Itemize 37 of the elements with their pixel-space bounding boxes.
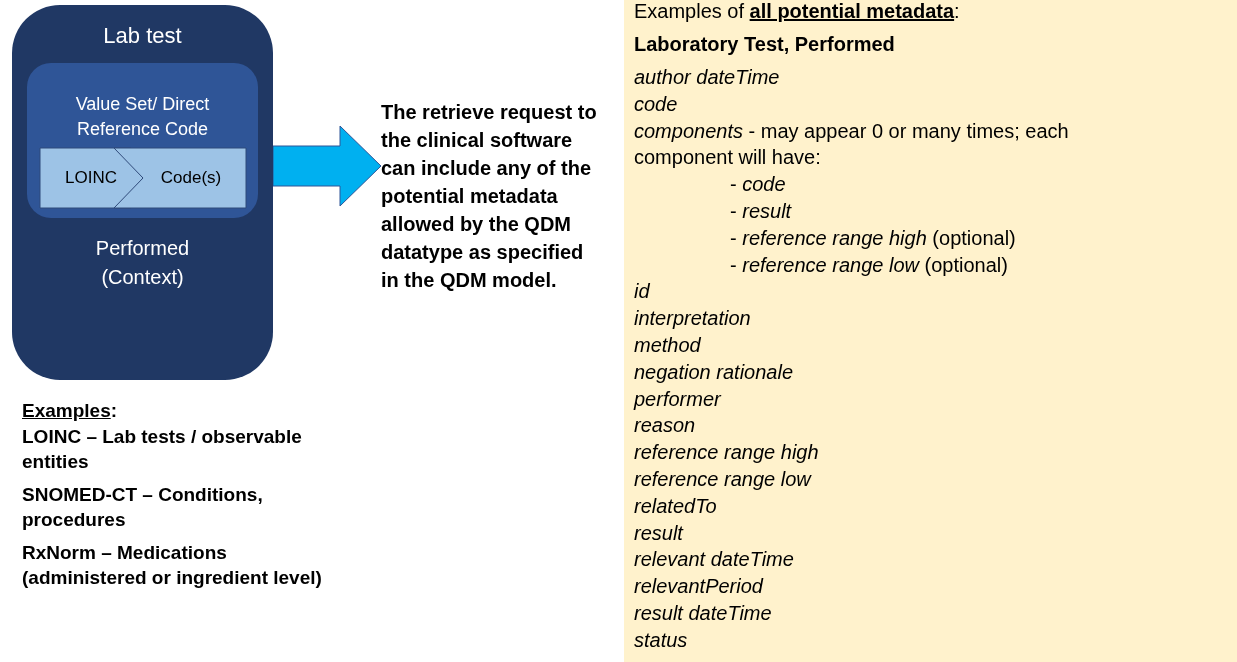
metadata-panel bbox=[624, 0, 1237, 662]
metadata-item: reference range low bbox=[634, 466, 813, 492]
metadata-item: performer bbox=[634, 386, 723, 412]
metadata-item: relatedTo bbox=[634, 493, 718, 519]
metadata-item: interpretation bbox=[634, 306, 752, 332]
lab-test-card bbox=[12, 5, 273, 380]
description-text: The retrieve request to the clinical software can include any of the potential metadata allowed by the QDM datatype as specified in the QDM model. bbox=[381, 100, 598, 293]
metadata-item: relevantPeriod bbox=[634, 574, 765, 600]
example-text: LOINC – Lab tests / observable entities bbox=[22, 424, 303, 474]
examples-heading: Examples: bbox=[22, 399, 119, 423]
code-panel bbox=[27, 63, 258, 218]
panel-subheading: Laboratory Test, Performed bbox=[634, 32, 896, 57]
metadata-item: author dateTime bbox=[634, 65, 781, 90]
context-label: Performed (Context) bbox=[94, 236, 191, 290]
metadata-item: - reference range low (optional) bbox=[729, 252, 1009, 278]
metadata-item: result dateTime bbox=[634, 600, 773, 626]
metadata-item: reference range high bbox=[634, 440, 820, 466]
metadata-item: negation rationale bbox=[634, 359, 794, 385]
metadata-item: code bbox=[634, 91, 679, 117]
metadata-item: reason bbox=[634, 413, 697, 439]
card-title: Lab test bbox=[102, 23, 183, 49]
example-text: SNOMED-CT – Conditions, procedures bbox=[22, 482, 264, 532]
metadata-item: - reference range high (optional) bbox=[729, 225, 1017, 251]
metadata-item: id bbox=[634, 279, 651, 305]
panel-heading: Value Set/ Direct Reference Code bbox=[74, 93, 211, 141]
example-text: RxNorm – Medications (administered or ingredient level) bbox=[22, 540, 323, 590]
panel-heading: Examples of all potential metadata: bbox=[634, 0, 961, 22]
step-label: LOINC bbox=[65, 168, 118, 188]
metadata-item: status bbox=[634, 627, 689, 653]
metadata-item: relevant dateTime bbox=[634, 547, 795, 573]
step-label: Code(s) bbox=[159, 168, 222, 188]
metadata-item: - result bbox=[729, 199, 793, 224]
block-arrow bbox=[272, 125, 382, 207]
metadata-item: - code bbox=[729, 172, 787, 198]
metadata-item: result bbox=[634, 520, 685, 546]
metadata-item: components - may appear 0 or many times; each component will have: bbox=[634, 118, 1070, 171]
metadata-item: method bbox=[634, 332, 702, 358]
